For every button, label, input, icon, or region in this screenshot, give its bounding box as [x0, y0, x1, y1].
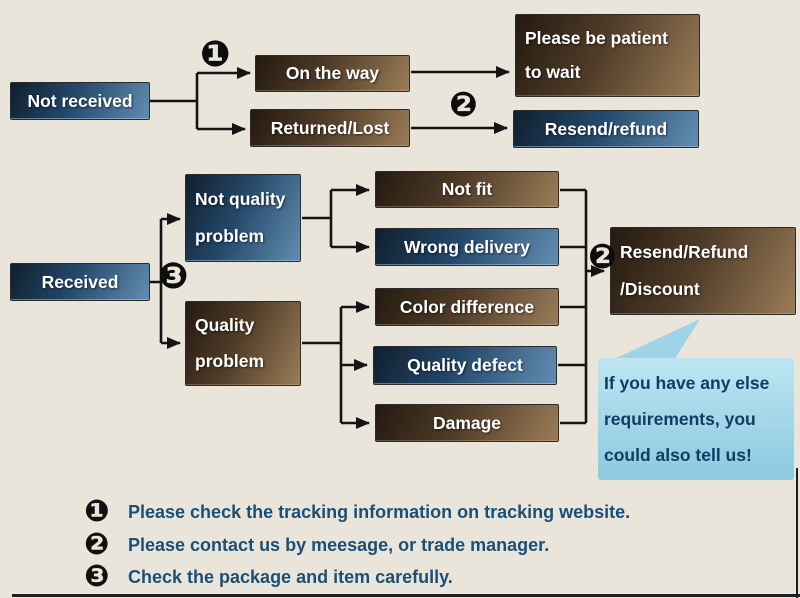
node-not-received: Not received — [10, 82, 150, 120]
node-quality-defect: Quality defect — [373, 346, 557, 385]
node-line: problem — [195, 350, 265, 371]
node-line: Resend/Refund — [620, 242, 749, 262]
node-not-quality-problem: Not quality problem — [185, 174, 301, 262]
step-2-marker-top-icon: ❷ — [449, 86, 478, 124]
connector-received — [150, 219, 163, 343]
legend-number-3-icon: ❸ — [84, 560, 110, 593]
speech-bubble-line: If you have any else — [604, 373, 770, 393]
node-color-difference: Color difference — [375, 288, 559, 326]
node-received: Received — [10, 263, 150, 301]
node-line: to wait — [525, 62, 581, 83]
connector-convergence — [558, 188, 588, 425]
node-quality-problem: Quality problem — [185, 301, 301, 386]
legend-item-3: ❸ Check the package and item carefully. — [84, 560, 453, 594]
speech-bubble: If you have any else requirements, you c… — [598, 358, 794, 480]
legend-item-1: ❶ Please check the tracking information … — [84, 495, 630, 529]
node-line: Quality — [195, 315, 255, 336]
connector-quality — [302, 307, 343, 423]
legend-item-2: ❷ Please contact us by meesage, or trade… — [84, 528, 549, 562]
speech-bubble-tail — [612, 319, 700, 360]
legend-number-2-icon: ❷ — [84, 528, 110, 561]
connector-not-received — [150, 73, 199, 129]
node-damage: Damage — [375, 404, 559, 442]
node-line: Please be patient — [525, 27, 668, 48]
photo-border-artifact-right — [796, 468, 798, 598]
node-on-the-way: On the way — [255, 55, 410, 92]
node-returned-lost: Returned/Lost — [250, 109, 410, 147]
node-resend-refund-discount: Resend/Refund /Discount — [610, 227, 796, 315]
speech-bubble-line: could also tell us! — [604, 445, 752, 465]
step-3-marker-icon: ❸ — [158, 255, 189, 296]
legend-number-1-icon: ❶ — [84, 495, 110, 528]
speech-bubble-line: requirements, you — [604, 409, 756, 429]
legend-text-1: Please check the tracking information on… — [128, 501, 631, 522]
step-1-marker-icon: ❶ — [200, 33, 231, 74]
step-2-marker-right-icon: ❷ — [588, 238, 617, 276]
node-please-be-patient: Please be patient to wait — [515, 14, 700, 97]
node-line: /Discount — [620, 279, 700, 299]
legend-text-2: Please contact us by meesage, or trade m… — [128, 534, 550, 555]
connector-not-quality — [302, 190, 333, 247]
photo-border-artifact-bottom — [12, 594, 800, 597]
node-line: problem — [195, 226, 265, 246]
node-wrong-delivery: Wrong delivery — [375, 228, 559, 266]
node-not-fit: Not fit — [375, 171, 559, 208]
legend-text-3: Check the package and item carefully. — [128, 566, 453, 587]
node-resend-refund: Resend/refund — [513, 110, 699, 148]
node-line: Not quality — [195, 189, 286, 209]
